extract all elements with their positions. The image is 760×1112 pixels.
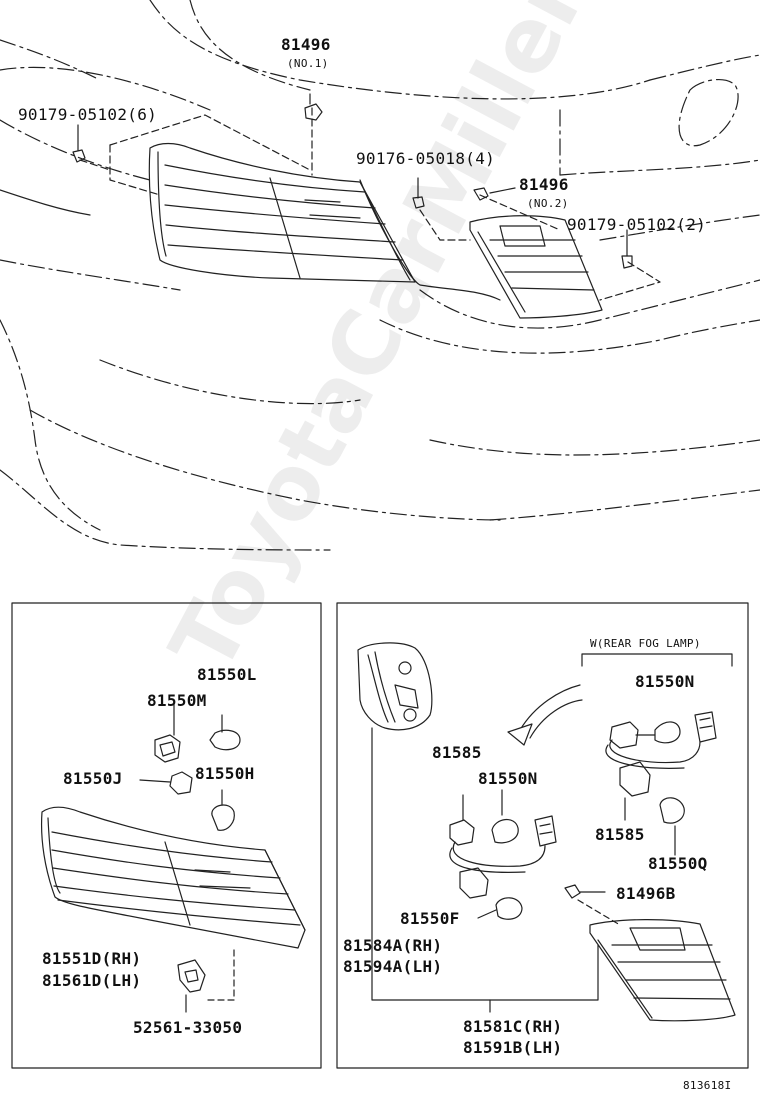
part-90179-05102-2: 90179-05102(2) (567, 215, 707, 234)
inner-tail-lamp-lower (589, 919, 736, 1022)
socket-plate (357, 642, 433, 731)
assembly-bracket (371, 727, 599, 1001)
left-panel-frame (11, 602, 322, 1069)
left-panel-bulbs (139, 699, 241, 1013)
part-81551d-rh: 81551D(RH) (42, 949, 142, 968)
part-81550m: 81550M (147, 691, 207, 710)
fog-lamp-label: W(REAR FOG LAMP) (590, 637, 701, 650)
part-81594a-lh: 81594A(LH) (343, 957, 443, 976)
part-90176-05018-4: 90176-05018(4) (356, 149, 496, 168)
part-81581c-rh: 81581C(RH) (463, 1017, 563, 1036)
fog-lamp-bracket (581, 653, 733, 667)
right-panel-frame (336, 602, 749, 1069)
part-81585-right: 81585 (595, 825, 645, 844)
outer-tail-lamp-lower (41, 806, 306, 949)
part-81496-no1: 81496 (281, 35, 331, 54)
bulb-harness (449, 789, 557, 920)
part-81550n-mid: 81550N (478, 769, 538, 788)
fog-lamp-harness (605, 711, 717, 856)
part-90179-05102-6: 90179-05102(6) (18, 105, 158, 124)
part-81550f: 81550F (400, 909, 460, 928)
outer-tail-lamp-upper (148, 142, 416, 283)
figure-id: 813618I (683, 1079, 732, 1092)
part-81561d-lh: 81561D(LH) (42, 971, 142, 990)
direction-arrow (507, 684, 583, 746)
part-52561-33050: 52561-33050 (133, 1018, 243, 1037)
part-81550n-top: 81550N (635, 672, 695, 691)
part-81550l: 81550L (197, 665, 257, 684)
part-81496b: 81496B (616, 884, 676, 903)
part-81550q: 81550Q (648, 854, 708, 873)
part-81496-no1-note: (NO.1) (287, 57, 329, 70)
part-81496-no2: 81496 (519, 175, 569, 194)
upper-fasteners (72, 93, 633, 269)
part-81584a-rh: 81584A(RH) (343, 936, 443, 955)
part-81550j: 81550J (63, 769, 123, 788)
clip-81496b (564, 884, 606, 899)
inner-tail-lamp-upper (469, 215, 603, 319)
car-body-outline (0, 0, 760, 551)
part-81550h: 81550H (195, 764, 255, 783)
part-81591b-lh: 81591B(LH) (463, 1038, 563, 1057)
part-81585-left: 81585 (432, 743, 482, 762)
part-81496-no2-note: (NO.2) (527, 197, 569, 210)
